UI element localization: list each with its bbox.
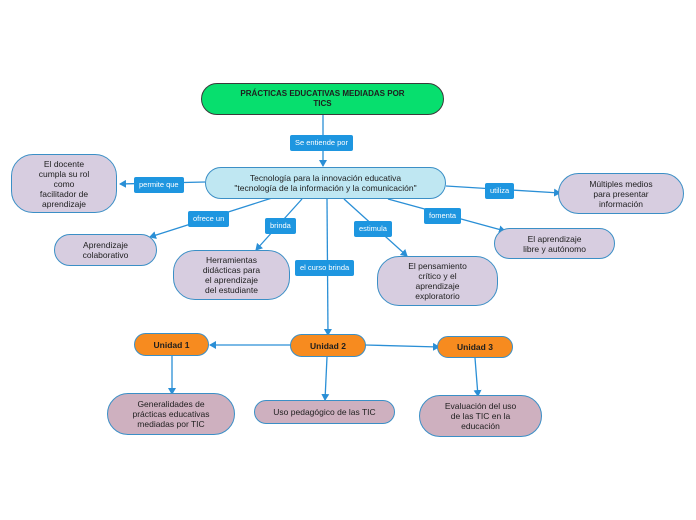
unit-3-topic[interactable]: Evaluación del uso de las TIC en la educ…	[419, 395, 542, 437]
unit-2-topic[interactable]: Uso pedagógico de las TIC	[254, 400, 395, 424]
unit-1[interactable]: Unidad 1	[134, 333, 209, 356]
concept-herramientas[interactable]: Herramientas didácticas para el aprendiz…	[173, 250, 290, 300]
root-concept[interactable]: PRÁCTICAS EDUCATIVAS MEDIADAS POR TICS	[201, 83, 444, 115]
concept-aprendizaje-colaborativo[interactable]: Aprendizaje colaborativo	[54, 234, 157, 266]
main-concept[interactable]: Tecnología para la innovación educativa …	[205, 167, 446, 199]
unit-1-topic[interactable]: Generalidades de prácticas educativas me…	[107, 393, 235, 435]
line-u3-topic	[473, 357, 482, 397]
line-u2-u3	[364, 342, 440, 351]
unit-2[interactable]: Unidad 2	[290, 334, 366, 357]
tag-se-entiende-por[interactable]: Se entiende por	[290, 135, 353, 151]
concept-docente[interactable]: El docente cumpla su rol como facilitado…	[11, 154, 117, 213]
tag-utiliza[interactable]: utiliza	[485, 183, 515, 199]
unit-3[interactable]: Unidad 3	[437, 336, 513, 358]
tag-ofrece-un[interactable]: ofrece un	[188, 211, 230, 227]
concept-pensamiento-critico[interactable]: El pensamiento crítico y el aprendizaje …	[377, 256, 498, 306]
tag-permite-que[interactable]: permite que	[134, 177, 184, 193]
tag-fomenta[interactable]: fomenta	[424, 208, 462, 224]
concept-multiples-medios[interactable]: Múltiples medios para presentar informac…	[558, 173, 684, 214]
concept-aprendizaje-libre[interactable]: El aprendizaje libre y autónomo	[494, 228, 615, 259]
line-u2-topic	[321, 356, 330, 401]
tag-estimula[interactable]: estimula	[354, 221, 392, 237]
tag-brinda[interactable]: brinda	[265, 218, 296, 234]
tag-el-curso-brinda[interactable]: el curso brinda	[295, 260, 355, 276]
